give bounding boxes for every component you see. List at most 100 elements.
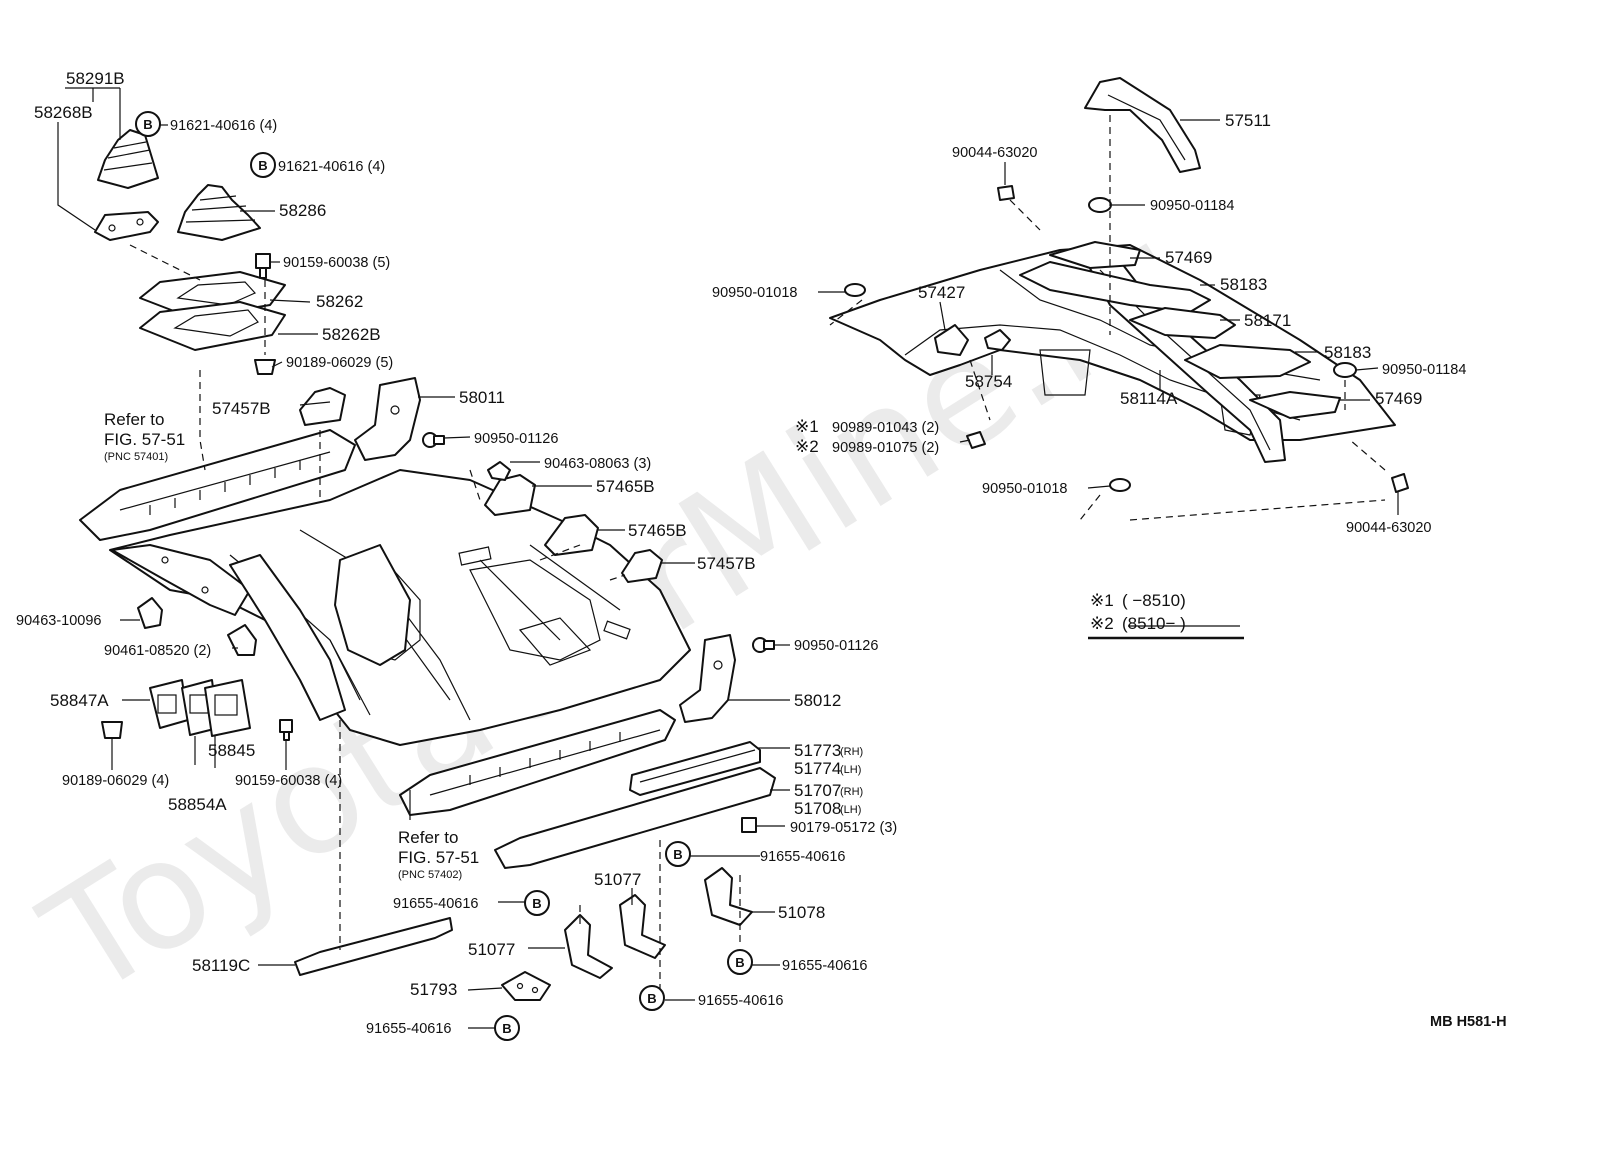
label-51773: 51773: [794, 741, 841, 760]
label-90950-01126-b: 90950-01126: [794, 638, 878, 654]
svg-text:B: B: [143, 117, 152, 132]
leader-lines-left: [57, 87, 790, 1029]
part-bracket-58011: [354, 377, 421, 461]
plug-90950-01018-a-icon: [844, 283, 866, 297]
dashed-lines-right: [829, 115, 1386, 521]
label-refer1-line3: (PNC 57401): [104, 451, 168, 463]
label-91621-b: 91621-40616 (4): [278, 159, 385, 175]
footnote-n2-mark: ※2: [1090, 614, 1114, 633]
part-crossmember-58183-a: [1019, 261, 1211, 313]
svg-text:B: B: [502, 1021, 511, 1036]
label-57427: 57427: [918, 283, 965, 302]
bolt-marker-b1: B: [135, 111, 161, 137]
bolt-marker-b4: B: [524, 890, 550, 916]
label-58291b: 58291B: [66, 69, 125, 88]
svg-text:B: B: [258, 158, 267, 173]
part-bracket-51793: [501, 971, 551, 1001]
label-refer1-line1: Refer to: [104, 410, 164, 429]
label-58754: 58754: [965, 372, 1012, 391]
clip-90044-a-icon: [997, 185, 1015, 201]
plug-90950-01184-a-icon: [1088, 197, 1112, 213]
label-90989-2: 90989-01075 (2): [832, 440, 939, 456]
label-91655-b: 91655-40616: [393, 896, 478, 912]
label-57511: 57511: [1225, 111, 1271, 130]
label-refer2-line3: (PNC 57402): [398, 869, 462, 881]
plug-90950-01018-b-icon: [1109, 478, 1131, 492]
part-shift-boot-58291b: [97, 129, 159, 189]
label-51078: 51078: [778, 903, 825, 922]
label-58845: 58845: [208, 741, 255, 760]
part-bracket-51077-b: [619, 894, 666, 959]
label-90461: 90461-08520 (2): [104, 643, 211, 659]
plug-90950-01184-b-icon: [1333, 362, 1357, 378]
footnote-n2-text: (8510− ): [1122, 614, 1186, 633]
part-step-cover-51707: [494, 767, 776, 869]
part-bracket-51077-a: [564, 914, 613, 979]
label-90044-a: 90044-63020: [952, 145, 1037, 161]
clip-90463-08063-icon: [487, 461, 511, 481]
clip-90989-icon: [966, 431, 986, 449]
part-bracket-58754: [984, 329, 1011, 351]
clip-90044-b-icon: [1391, 473, 1409, 493]
part-retainer-58262b: [139, 301, 286, 351]
label-58183-a: 58183: [1220, 275, 1267, 294]
label-refer2-line1: Refer to: [398, 828, 458, 847]
label-90189-a: 90189-06029 (5): [286, 355, 393, 371]
label-57469-b: 57469: [1375, 389, 1422, 408]
label-51077-b: 51077: [468, 940, 515, 959]
label-58847a: 58847A: [50, 691, 109, 710]
label-58262b: 58262B: [322, 325, 381, 344]
bolt-90159-a-icon: [255, 253, 271, 279]
label-90463-10096: 90463-10096: [16, 613, 101, 629]
label-91655-a: 91655-40616: [760, 849, 845, 865]
label-51077-a: 51077: [594, 870, 641, 889]
label-57465b-b: 57465B: [628, 521, 687, 540]
label-58171: 58171: [1244, 311, 1291, 330]
label-90044-b: 90044-63020: [1346, 520, 1431, 536]
footnote-n1-text: ( −8510): [1122, 591, 1186, 610]
bolt-marker-b5: B: [727, 949, 753, 975]
part-side-rail-left: [79, 429, 356, 541]
bolt-marker-b7: B: [494, 1015, 520, 1041]
label-51707-side: (RH): [840, 786, 863, 798]
footnote-n1-mark: ※1: [1090, 591, 1114, 610]
svg-text:B: B: [532, 896, 541, 911]
svg-text:B: B: [673, 847, 682, 862]
label-58119c: 58119C: [192, 956, 250, 975]
label-57457b-b: 57457B: [697, 554, 756, 573]
part-crossmember-58171: [1129, 307, 1236, 339]
label-58854a: 58854A: [168, 795, 227, 814]
part-cover-57511: [1084, 77, 1201, 173]
left-assembly: B B B B B B B 58291B 58268B 91621-40616 …: [16, 69, 897, 1041]
nut-90189-a-icon: [254, 359, 276, 375]
nut-90189-b-icon: [101, 721, 123, 739]
leader-lines-right: [818, 119, 1399, 515]
label-51774: 51774: [794, 759, 841, 778]
part-cross-rail-front: [111, 544, 251, 616]
footnote: ※1 ( −8510) ※2 (8510− ): [1088, 591, 1244, 640]
label-90159-a: 90159-60038 (5): [283, 255, 390, 271]
label-90950-01184-a: 90950-01184: [1150, 198, 1234, 214]
bolt-marker-b6: B: [639, 985, 665, 1011]
label-90179: 90179-05172 (3): [790, 820, 897, 836]
label-51774-side: (LH): [840, 764, 861, 776]
label-51793: 51793: [410, 980, 457, 999]
label-91655-d: 91655-40616: [366, 1021, 451, 1037]
label-91655-c: 91655-40616: [782, 958, 867, 974]
part-bracket-58012: [679, 634, 736, 723]
label-90189-b: 90189-06029 (4): [62, 773, 169, 789]
part-mount-57465b-a: [484, 474, 536, 516]
part-plate-57469-b: [1249, 391, 1341, 419]
label-57469-a: 57469: [1165, 248, 1212, 267]
part-step-pad-51773: [629, 741, 761, 796]
part-plate-58847a: [149, 679, 189, 729]
label-51707: 51707: [794, 781, 841, 800]
label-58114a: 58114A: [1120, 389, 1178, 408]
label-90950-01018-b: 90950-01018: [982, 481, 1067, 497]
svg-text:B: B: [647, 991, 656, 1006]
label-58183-b: 58183: [1324, 343, 1371, 362]
part-bracket-57427: [934, 324, 969, 356]
bolt-marker-b2: B: [250, 152, 276, 178]
part-boot-58286: [177, 184, 261, 241]
part-crossmember-58183-b: [1184, 344, 1311, 379]
